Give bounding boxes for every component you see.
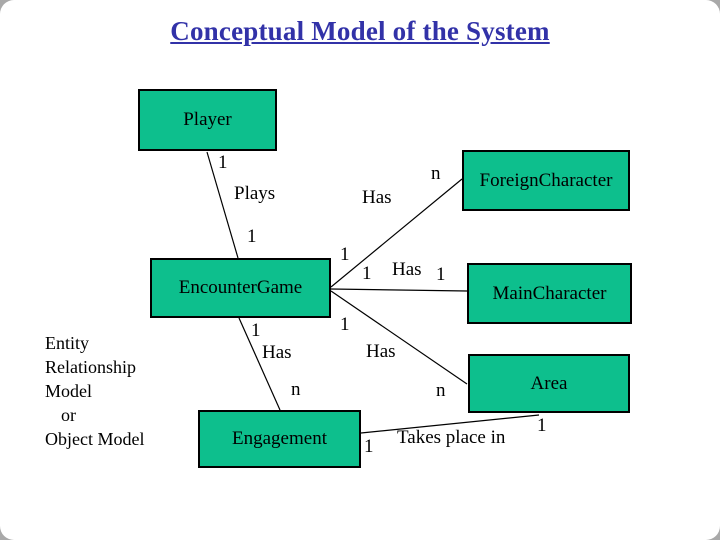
cardinality-engagement-has: n [291,379,301,400]
entity-foreign-character-label: ForeignCharacter [479,169,613,191]
relationship-label-plays: Plays [234,183,276,204]
entity-main-character-label: MainCharacter [492,282,607,304]
connector-encountergame-maincharacter [330,288,468,292]
entity-engagement: Engagement [198,410,361,468]
note-line: Object Model [45,429,145,449]
entity-engagement-label: Engagement [232,428,327,449]
cardinality-encountergame-has-foreign: 1 [340,244,350,265]
cardinality-encountergame-has-area: 1 [340,314,350,335]
note-line: or [61,405,76,425]
connector-encountergame-engagement [238,317,281,411]
relationship-label-has-foreign: Has [362,187,392,208]
cardinality-player-plays: 1 [218,152,228,173]
cardinality-maincharacter-has: 1 [436,264,446,285]
cardinality-area-has: n [436,380,446,401]
cardinality-plays-encountergame: 1 [247,226,257,247]
entity-encounter-game: EncounterGame [150,258,331,318]
entity-player-label: Player [183,109,232,130]
page-title: Conceptual Model of the System [170,16,550,46]
connector-engagement-area [360,414,540,434]
cardinality-foreigncharacter-has: n [431,163,441,184]
relationship-label-has-area: Has [366,341,396,362]
cardinality-encountergame-has-main: 1 [362,263,372,284]
relationship-label-has-main: Has [392,259,422,280]
entity-player: Player [138,89,277,151]
entity-foreign-character: ForeignCharacter [462,150,630,211]
entity-main-character: MainCharacter [467,263,632,324]
entity-encounter-game-label: EncounterGame [178,277,303,298]
cardinality-area-takesplacein: 1 [537,415,547,436]
relationship-label-takes-place-in: Takes place in [397,427,506,448]
entity-area-label: Area [530,372,568,394]
note-line: Relationship [45,357,136,377]
note-line: Entity [45,333,89,353]
connector-encountergame-foreigncharacter [330,178,463,288]
connector-player-encountergame [206,151,239,259]
cardinality-engagement-takesplacein: 1 [364,436,374,457]
cardinality-encountergame-has-engagement: 1 [251,320,261,341]
entity-area: Area [468,354,630,413]
model-type-note: Entity Relationship Model or Object Mode… [45,331,144,451]
relationship-label-has-engagement: Has [262,342,292,363]
note-line: Model [45,381,92,401]
connector-encountergame-area [330,290,468,385]
